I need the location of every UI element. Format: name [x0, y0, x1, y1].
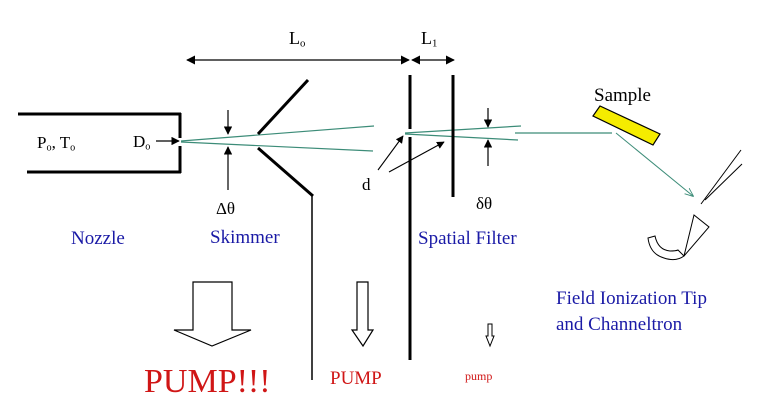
aperture-label: d: [362, 175, 371, 194]
channeltron: [647, 214, 710, 261]
skimmer-label: Skimmer: [210, 227, 280, 248]
skimmer: [256, 78, 314, 198]
aperture-arrows: [377, 135, 445, 173]
pump-large-label: PUMP!!!: [144, 363, 271, 400]
nozzle-diameter-label: Do: [133, 132, 151, 153]
sample-label: Sample: [594, 85, 651, 106]
spatial-filter-plates: [408, 75, 455, 360]
pump-arrow-large: [173, 281, 252, 347]
nozzle-body: [18, 112, 182, 174]
l1-label: L1: [421, 28, 438, 50]
sample-plate: [592, 105, 661, 146]
nozzle-conditions-label: Po, To: [37, 133, 76, 154]
small-delta-theta-label: δθ: [476, 194, 493, 213]
detector-label-line1: Field Ionization Tip: [556, 288, 707, 309]
reflected-beam: [615, 132, 693, 196]
delta-theta-label: Δθ: [216, 199, 236, 218]
detector-label-line2: and Channeltron: [556, 314, 683, 335]
spatial-filter-label: Spatial Filter: [418, 228, 517, 249]
beam-cone: [180, 125, 612, 152]
pump-small-label: pump: [465, 369, 493, 383]
pump-medium-label: PUMP: [330, 368, 382, 389]
field-ionization-tip: [700, 149, 743, 205]
nozzle-label: Nozzle: [71, 228, 125, 249]
pump-arrow-medium: [350, 281, 375, 348]
pump-arrow-small: [485, 323, 495, 348]
l0-label: Lo: [289, 28, 306, 50]
